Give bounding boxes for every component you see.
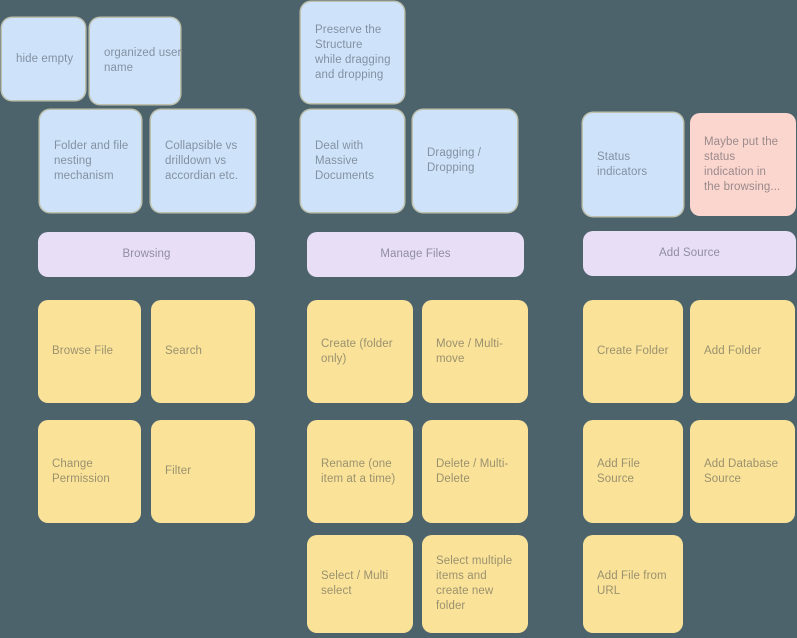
sticky-note-select-multiple-create-folder[interactable]: Select multiple items and create new fol…: [422, 535, 528, 633]
note-text: Folder and file nesting mechanism: [54, 139, 129, 182]
note-text: Change Permission: [52, 457, 110, 485]
note-text: Rename (one item at a time): [321, 457, 396, 485]
sticky-note-select-multi-select[interactable]: Select / Multi select: [307, 535, 413, 633]
note-text: Preserve the Structure while dragging an…: [315, 23, 391, 81]
note-text: Select multiple items and create new fol…: [436, 555, 513, 612]
note-text: Select / Multi select: [321, 570, 389, 597]
section-header-browsing[interactable]: Browsing: [38, 232, 255, 277]
note-text: Move / Multi- move: [436, 337, 504, 365]
sticky-note-dragging-dropping[interactable]: Dragging / Dropping: [413, 110, 517, 212]
sticky-note-change-permission[interactable]: Change Permission: [38, 420, 141, 523]
sticky-note-organized-user-name[interactable]: organized user name: [90, 18, 182, 104]
note-text: Add Folder: [704, 345, 762, 357]
note-text: Search: [165, 345, 203, 357]
note-text: hide empty: [16, 52, 74, 65]
sticky-note-deal-massive-documents[interactable]: Deal with Massive Documents: [301, 110, 404, 212]
sticky-note-filter[interactable]: Filter: [151, 420, 255, 523]
note-text: organized user name: [104, 47, 182, 74]
sticky-note-search[interactable]: Search: [151, 300, 255, 403]
note-text: Manage Files: [380, 248, 451, 260]
note-text: Browse File: [52, 345, 114, 357]
note-text: Maybe put the status indication in the b…: [704, 135, 781, 193]
sticky-note-status-indication-browsing[interactable]: Maybe put the status indication in the b…: [690, 113, 796, 216]
sticky-note-add-database-source[interactable]: Add Database Source: [690, 420, 795, 523]
note-text: Create Folder: [597, 345, 669, 357]
section-header-manage-files[interactable]: Manage Files: [307, 232, 524, 277]
note-text: Collapsible vs drilldown vs accordian et…: [165, 139, 238, 182]
sticky-note-add-file-from-url[interactable]: Add File from URL: [583, 535, 683, 633]
note-text: Browsing: [122, 248, 171, 260]
sticky-note-delete-multi-delete[interactable]: Delete / Multi- Delete: [422, 420, 528, 523]
note-text: Add File Source: [597, 457, 640, 485]
sticky-note-status-indicators[interactable]: Status indicators: [583, 113, 683, 216]
note-text: Create (folder only): [321, 337, 393, 365]
sticky-note-collapsible-drilldown-accordian[interactable]: Collapsible vs drilldown vs accordian et…: [151, 110, 255, 212]
section-header-add-source[interactable]: Add Source: [583, 231, 796, 276]
note-text: Status indicators: [597, 150, 648, 178]
sticky-note-add-folder[interactable]: Add Folder: [690, 300, 795, 403]
note-text: Add Source: [658, 247, 721, 259]
note-text: Add File from URL: [597, 570, 667, 597]
note-text: Add Database Source: [704, 457, 779, 485]
note-text: Deal with Massive Documents: [315, 139, 375, 182]
sticky-note-rename-one-item[interactable]: Rename (one item at a time): [307, 420, 413, 523]
sticky-note-move-multi-move[interactable]: Move / Multi- move: [422, 300, 528, 403]
sticky-note-add-file-source[interactable]: Add File Source: [583, 420, 683, 523]
sticky-note-create-folder-only[interactable]: Create (folder only): [307, 300, 413, 403]
note-text: Dragging / Dropping: [427, 147, 482, 174]
sticky-note-folder-file-nesting[interactable]: Folder and file nesting mechanism: [40, 110, 141, 212]
sticky-note-browse-file[interactable]: Browse File: [38, 300, 141, 403]
note-text: Filter: [165, 465, 192, 477]
sticky-note-hide-empty[interactable]: hide empty: [2, 18, 85, 100]
sticky-note-preserve-structure-dragging[interactable]: Preserve the Structure while dragging an…: [301, 2, 404, 103]
note-text: Delete / Multi- Delete: [436, 457, 509, 485]
sticky-note-create-folder[interactable]: Create Folder: [583, 300, 683, 403]
